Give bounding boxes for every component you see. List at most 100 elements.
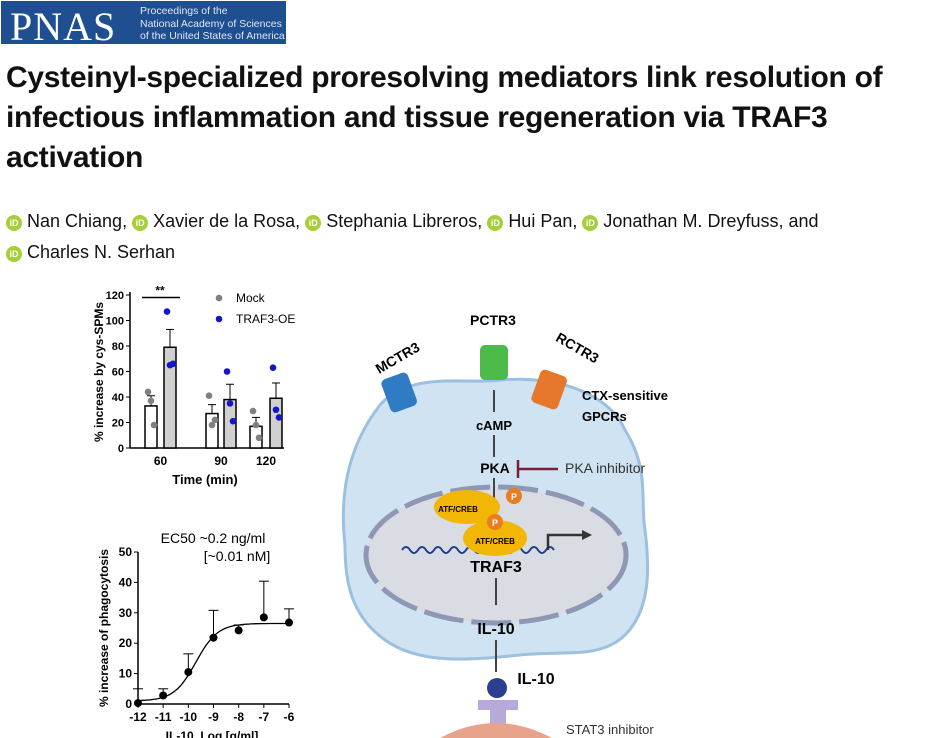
orcid-icon[interactable]: iD — [487, 215, 504, 231]
data-point — [249, 407, 257, 415]
data-point — [134, 699, 142, 708]
data-point — [144, 388, 152, 396]
label-ctx: CTX-sensitive — [582, 388, 668, 403]
data-point — [255, 434, 263, 442]
label-pka: PKA — [480, 460, 510, 476]
x-axis-label: IL-10, Log [g/ml] — [166, 729, 259, 738]
bar — [223, 398, 237, 449]
transcription-arrow — [546, 533, 583, 550]
label-gpcrs: GPCRs — [582, 409, 627, 424]
y-tick-label: 60 — [112, 367, 124, 379]
chart-title: EC50 ~0.2 ng/ml — [161, 530, 266, 546]
data-point — [229, 417, 237, 425]
data-point — [163, 308, 171, 315]
label-atf-creb: ATF/CREB — [475, 537, 515, 546]
y-axis-label: % increase by cys-SPMs — [92, 302, 106, 442]
author[interactable]: Nan Chiang, — [27, 211, 128, 231]
data-point — [259, 613, 268, 622]
author[interactable]: Hui Pan, — [508, 211, 578, 231]
phosphate-icon — [487, 514, 503, 530]
x-tick-label: -10 — [180, 710, 198, 724]
data-point — [252, 421, 260, 429]
y-tick-label: 80 — [112, 341, 124, 353]
author[interactable]: Stephania Libreros, — [326, 211, 483, 231]
data-point — [226, 400, 234, 407]
y-tick-label: 0 — [125, 697, 132, 711]
data-point — [147, 397, 155, 405]
author[interactable]: Xavier de la Rosa, — [153, 211, 301, 231]
y-tick-label: 0 — [118, 443, 124, 455]
data-point — [209, 633, 218, 642]
bar — [269, 397, 283, 449]
author[interactable]: Charles N. Serhan — [27, 242, 176, 262]
y-tick-label: 100 — [106, 316, 124, 328]
y-tick-label: 10 — [119, 667, 133, 681]
orcid-icon[interactable]: iD — [582, 215, 599, 231]
pathway-diagram: MCTR3 PCTR3 RCTR3 cAMP PKA ATF/CREB ATF/… — [341, 312, 668, 738]
label-p: P — [492, 518, 498, 528]
y-tick-label: 20 — [112, 418, 124, 430]
label-pka-inhibitor: PKA inhibitor — [565, 460, 645, 476]
x-tick-label: -9 — [208, 710, 219, 724]
label-stat3-inhibitor: STAT3 inhibitor — [566, 722, 654, 737]
pctr3-receptor — [480, 345, 508, 380]
pathway-arrows — [493, 390, 497, 672]
bar — [163, 346, 177, 449]
data-point — [208, 421, 216, 429]
y-tick-label: 40 — [119, 575, 133, 589]
arrow-head — [582, 530, 592, 540]
x-tick-label: -11 — [155, 710, 172, 724]
y-tick-label: 120 — [106, 290, 124, 302]
data-point — [275, 414, 283, 421]
data-point — [205, 392, 213, 400]
label-traf3: TRAF3 — [470, 559, 522, 576]
bar — [144, 405, 158, 449]
label-mctr3: MCTR3 — [373, 339, 423, 377]
data-point — [272, 406, 280, 414]
label-pctr3: PCTR3 — [470, 312, 516, 328]
chart-subtitle: [~0.01 nM] — [204, 548, 271, 564]
il10-molecule — [487, 678, 507, 698]
data-point — [169, 360, 177, 368]
logo-subtitle: Proceedings of the National Academy of S… — [140, 5, 285, 43]
x-tick-label: -12 — [129, 710, 147, 724]
label-atf-creb: ATF/CREB — [438, 505, 478, 514]
label-il10: IL-10 — [477, 621, 514, 638]
x-axis-label: Time (min) — [172, 472, 238, 487]
data-point — [184, 668, 193, 677]
logo-line: of the United States of America — [140, 30, 285, 42]
x-tick-label: 90 — [214, 454, 228, 468]
author[interactable]: Jonathan M. Dreyfuss, and — [603, 211, 819, 231]
rctr3-receptor — [531, 369, 567, 410]
orcid-icon[interactable]: iD — [305, 215, 322, 231]
logo-text: PNAS — [10, 4, 117, 49]
x-tick-label: 120 — [256, 454, 276, 468]
orcid-icon[interactable]: iD — [6, 215, 22, 231]
data-point — [211, 416, 219, 424]
orcid-icon[interactable]: iD — [132, 215, 149, 231]
x-tick-label: -6 — [284, 710, 295, 724]
label-rctr3: RCTR3 — [553, 329, 602, 366]
data-point — [269, 364, 277, 371]
target-cell — [440, 723, 552, 738]
mctr3-receptor — [381, 372, 417, 413]
label-camp: cAMP — [476, 418, 512, 433]
il10-receptor — [478, 700, 518, 738]
y-tick-label: 50 — [119, 545, 133, 559]
article-title: Cysteinyl-specialized proresolving media… — [6, 61, 883, 174]
data-point — [285, 618, 293, 627]
legend-label: TRAF3-OE — [236, 312, 295, 326]
pnas-logo[interactable]: PNAS Proceedings of the National Academy… — [1, 1, 286, 49]
data-point — [150, 421, 158, 429]
label-il10-secreted: IL-10 — [517, 671, 554, 688]
label-p: P — [511, 492, 517, 502]
y-tick-label: 40 — [112, 392, 124, 404]
logo-line: National Academy of Sciences — [140, 17, 282, 30]
orcid-icon[interactable]: iD — [6, 246, 22, 262]
significance-label: ** — [155, 284, 165, 298]
inhibition-bar — [516, 460, 558, 478]
phosphate-icon — [506, 488, 522, 504]
